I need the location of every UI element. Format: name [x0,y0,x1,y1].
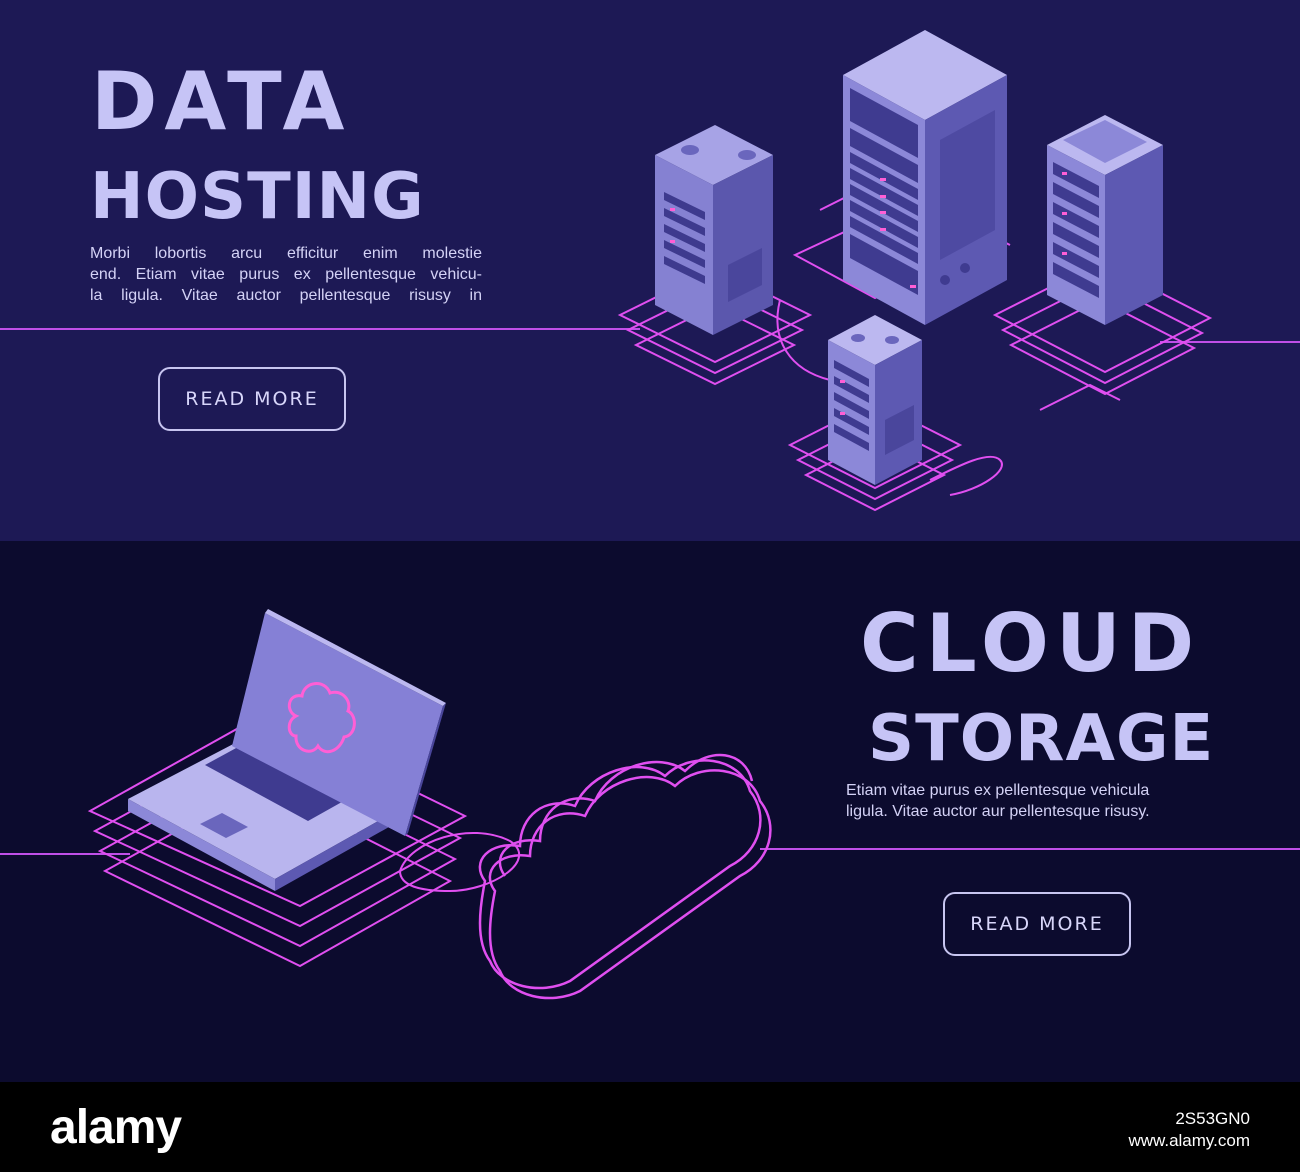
description-line: ligula. Vitae auctor aur pellentesque ri… [846,803,1150,820]
stock-footer: alamy 2S53GN0 www.alamy.com [0,1082,1300,1172]
data-title: DATA [91,55,352,148]
cloud-outline-illustration [478,753,772,1000]
description-line: la ligula. Vitae auctor pellentesque ris… [90,287,482,304]
server-bottom [828,315,922,485]
server-right [1047,115,1163,325]
read-more-button[interactable]: READ MORE [158,367,346,431]
read-more-button[interactable]: READ MORE [943,892,1131,956]
storage-subtitle: STORAGE [868,702,1215,776]
cloud-icon [287,682,356,754]
laptop-cloud-illustration [0,609,1300,1000]
cloud-title: CLOUD [860,597,1202,690]
description-line: Etiam vitae purus ex pellentesque vehicu… [846,782,1150,799]
footer-meta: 2S53GN0 www.alamy.com [1128,1108,1250,1152]
cloud-storage-description: Etiam vitae purus ex pellentesque vehicu… [846,780,1216,822]
description-line: Morbi lobortis arcu efficitur enim moles… [90,245,482,262]
server-center [843,30,1007,325]
site-url: www.alamy.com [1128,1131,1250,1150]
laptop-illustration [128,609,446,891]
data-hosting-description: Morbi lobortis arcu efficitur enim moles… [90,243,482,306]
description-line: end. Etiam vitae purus ex pellentesque v… [90,266,482,283]
alamy-logo: alamy [50,1101,182,1154]
image-id: 2S53GN0 [1175,1109,1250,1128]
server-left [655,125,773,335]
cloud-storage-banner: CLOUD STORAGE Etiam vitae purus ex pelle… [0,541,1300,1082]
hosting-subtitle: HOSTING [90,160,425,234]
data-hosting-banner: DATA HOSTING Morbi lobortis arcu efficit… [0,0,1300,541]
server-cluster-illustration [0,30,1300,512]
